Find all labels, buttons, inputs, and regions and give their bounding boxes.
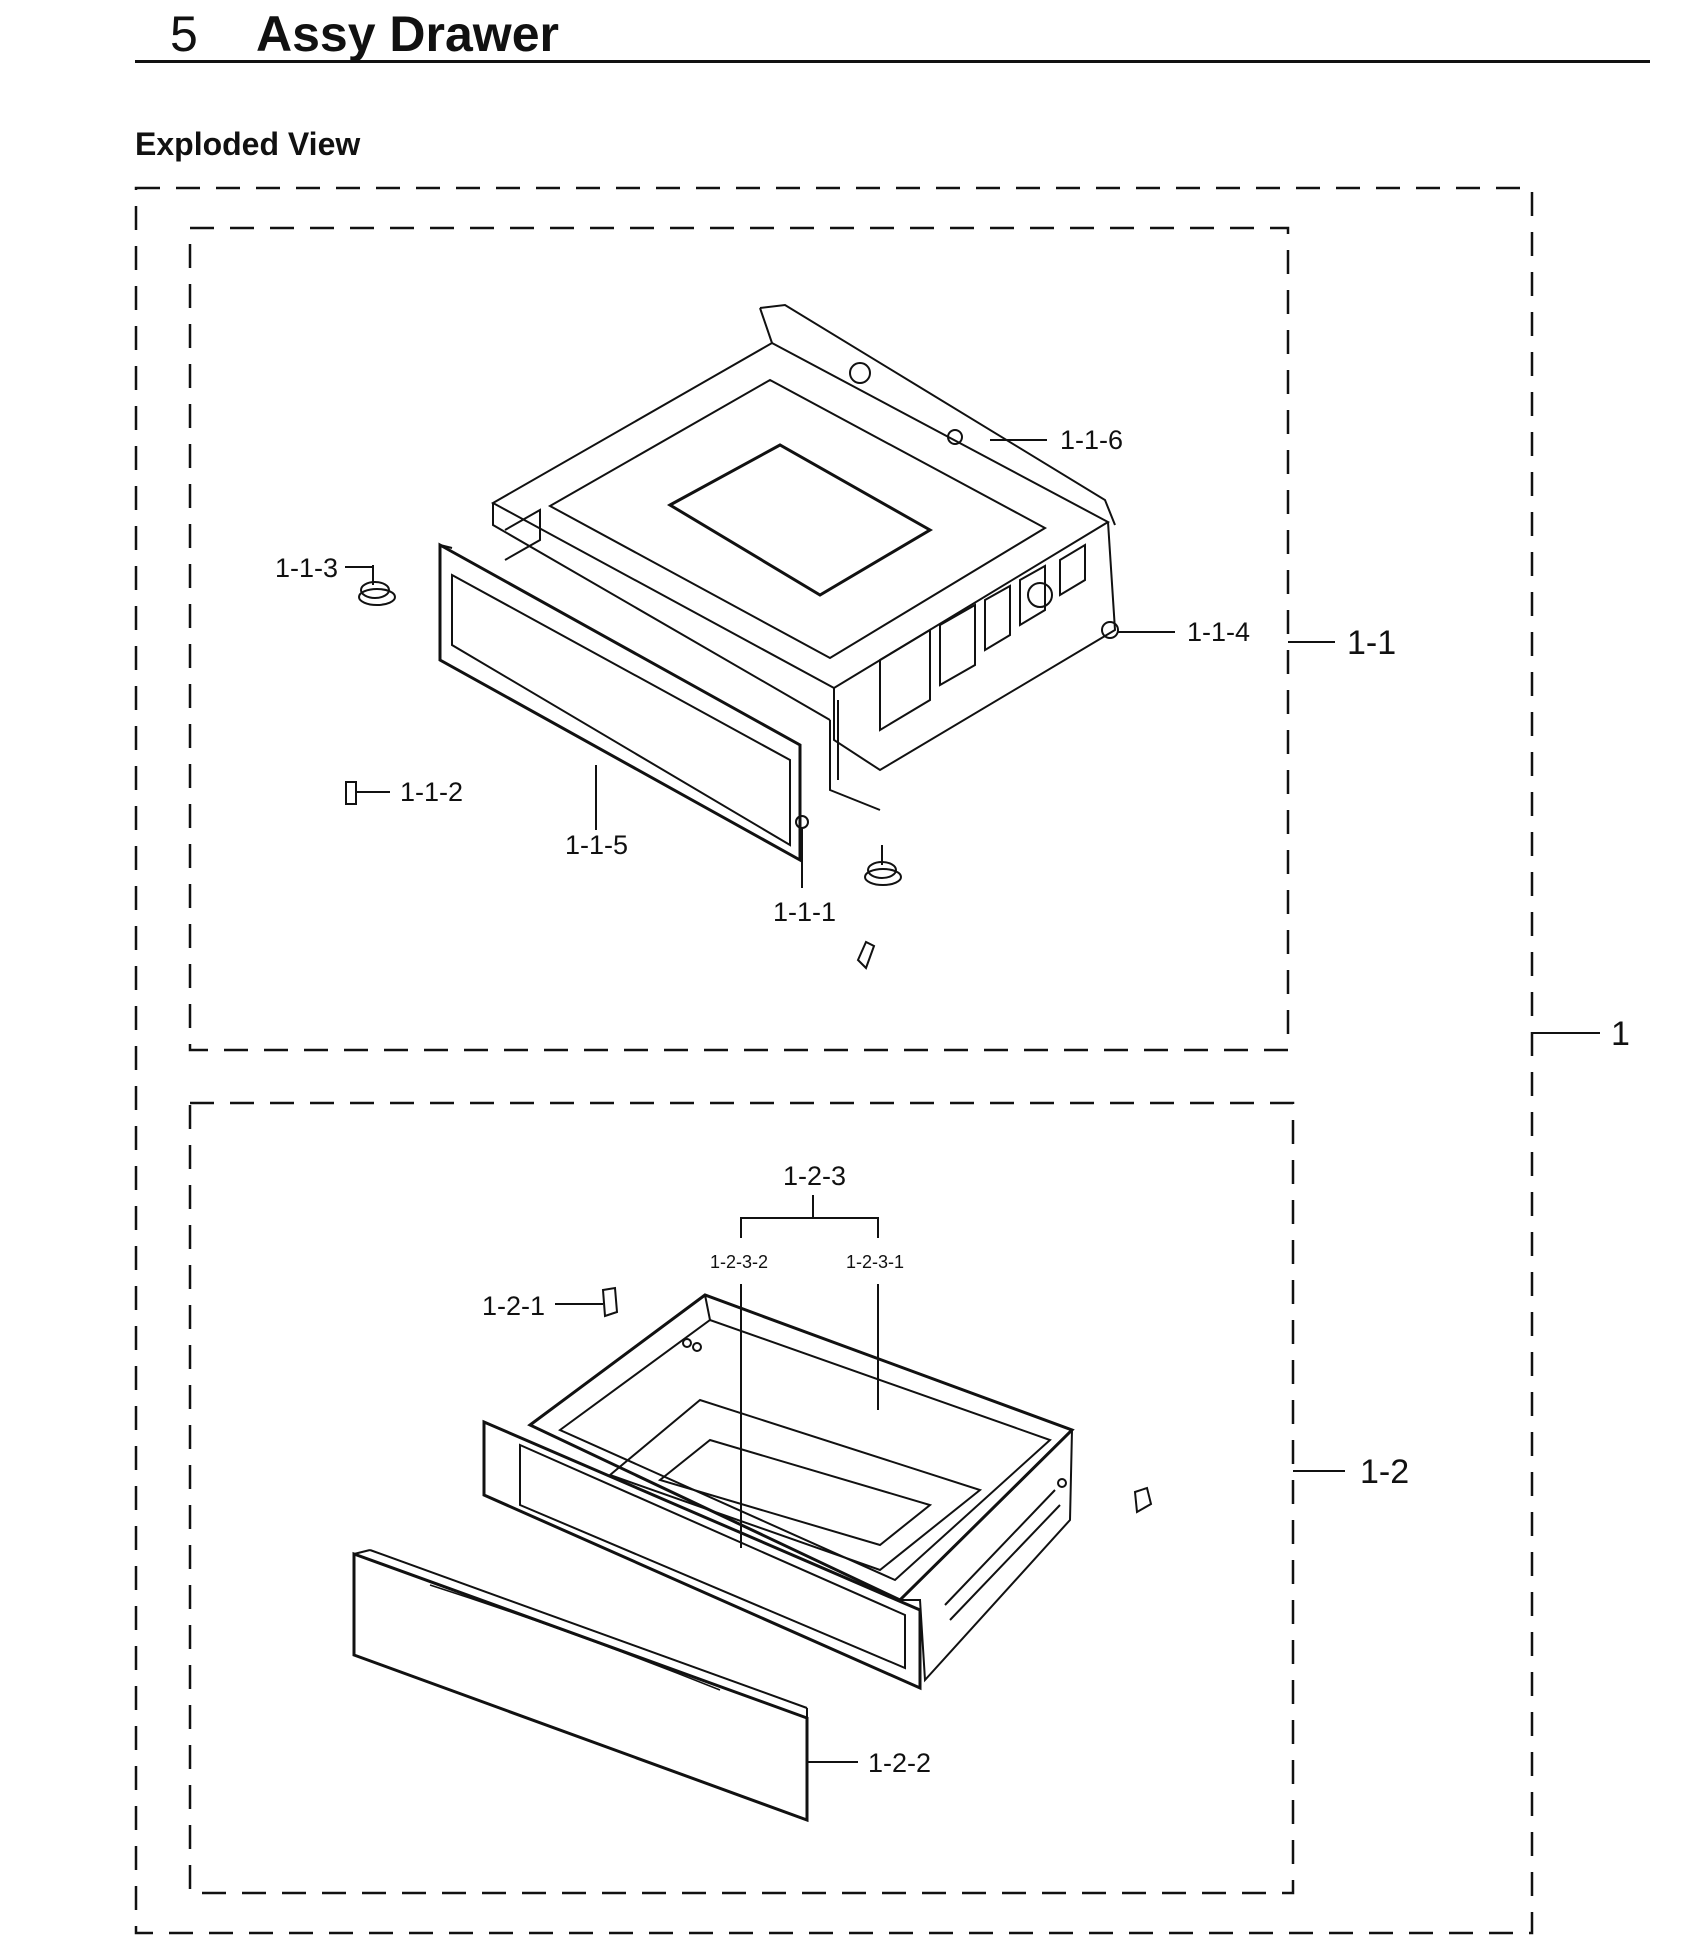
callout-1-2: 1-2 [1360,1453,1409,1491]
subassembly-1-2-boundary [188,1101,1295,1895]
callout-1-2-2: 1-2-2 [868,1748,931,1778]
callout-1-1-2: 1-1-2 [400,777,463,807]
callout-1-1-1: 1-1-1 [773,897,836,927]
callout-1-2-3-1: 1-2-3-1 [846,1252,904,1272]
callout-1-2-1: 1-2-1 [482,1291,545,1321]
callout-1-1-6: 1-1-6 [1060,425,1123,455]
section-number: 5 [170,6,198,62]
callout-1-1: 1-1 [1347,624,1396,662]
callout-1-1-4: 1-1-4 [1187,617,1250,647]
title-rule [135,60,1650,63]
leader-lines [345,439,1600,1763]
drawer-tray-drawing [352,1286,1153,1823]
callout-1-1-5: 1-1-5 [565,830,628,860]
page-title: Assy Drawer [256,6,559,62]
callout-1-2-3-2: 1-2-3-2 [710,1252,768,1272]
subassembly-1-1-boundary [188,226,1290,1052]
section-subtitle: Exploded View [135,126,361,162]
assembly-1-boundary [134,186,1534,1935]
callout-1-1-3: 1-1-3 [275,553,338,583]
drawer-housing-drawing [345,303,1119,970]
callout-1: 1 [1611,1015,1630,1053]
callout-1-2-3: 1-2-3 [783,1161,846,1191]
